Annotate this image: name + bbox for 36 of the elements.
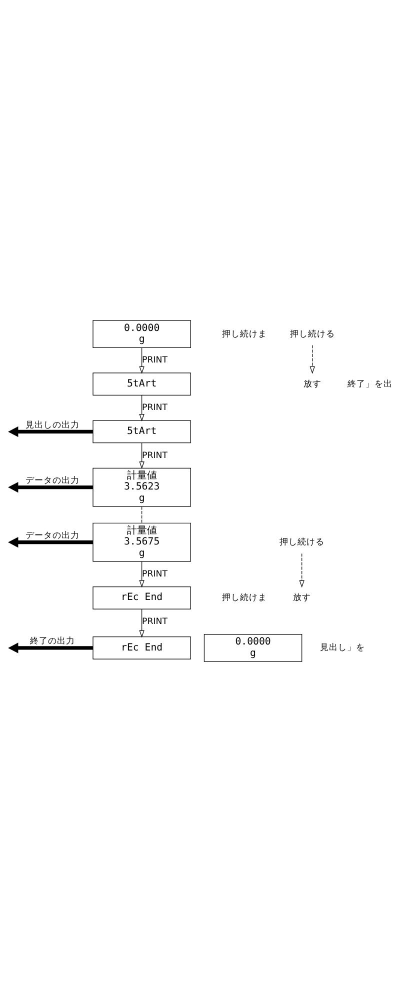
arrow bbox=[139, 560, 144, 588]
edge-label: データの出力 bbox=[25, 530, 80, 541]
node-box: 計量値 3.5623 g bbox=[92, 467, 191, 506]
node-box: 0.0000 g bbox=[92, 320, 191, 348]
arrow bbox=[139, 346, 144, 374]
arrow bbox=[139, 608, 144, 638]
node-box: 5tArt bbox=[92, 420, 191, 443]
edge-label: 見出しの出力 bbox=[25, 420, 80, 430]
edge-label: 終了の出力 bbox=[30, 636, 75, 646]
node-box: rEc End bbox=[92, 586, 191, 609]
edge-label: PRINT bbox=[142, 616, 168, 626]
arrow bbox=[299, 552, 304, 588]
node-text: 押し続ける bbox=[290, 328, 335, 339]
arrow bbox=[139, 442, 144, 468]
edge-label: PRINT bbox=[142, 402, 168, 413]
arrow bbox=[8, 642, 93, 653]
label: 終了」を出 bbox=[347, 378, 392, 389]
label: 押し続けま bbox=[222, 328, 267, 339]
edge-label: PRINT bbox=[142, 355, 168, 366]
arrow bbox=[139, 394, 144, 421]
node-box: rEc End bbox=[92, 636, 191, 659]
arrow bbox=[8, 481, 93, 492]
node-box: 計量値 3.5675 g bbox=[92, 522, 191, 562]
arrow bbox=[8, 426, 93, 437]
node-text: 放す bbox=[303, 378, 322, 389]
edge-label: PRINT bbox=[142, 568, 168, 579]
node-box: 0.0000 g bbox=[204, 634, 302, 662]
edge-label: データの出力 bbox=[25, 476, 80, 486]
label: 見出し」を bbox=[320, 642, 366, 653]
label: 押し続けま bbox=[222, 592, 267, 603]
node-box: 5tArt bbox=[92, 372, 191, 396]
arrow bbox=[8, 536, 93, 548]
node-text: 押し続ける bbox=[279, 537, 324, 548]
edge-label: PRINT bbox=[142, 450, 168, 460]
arrow bbox=[310, 344, 315, 374]
node-text: 放す bbox=[292, 592, 311, 603]
